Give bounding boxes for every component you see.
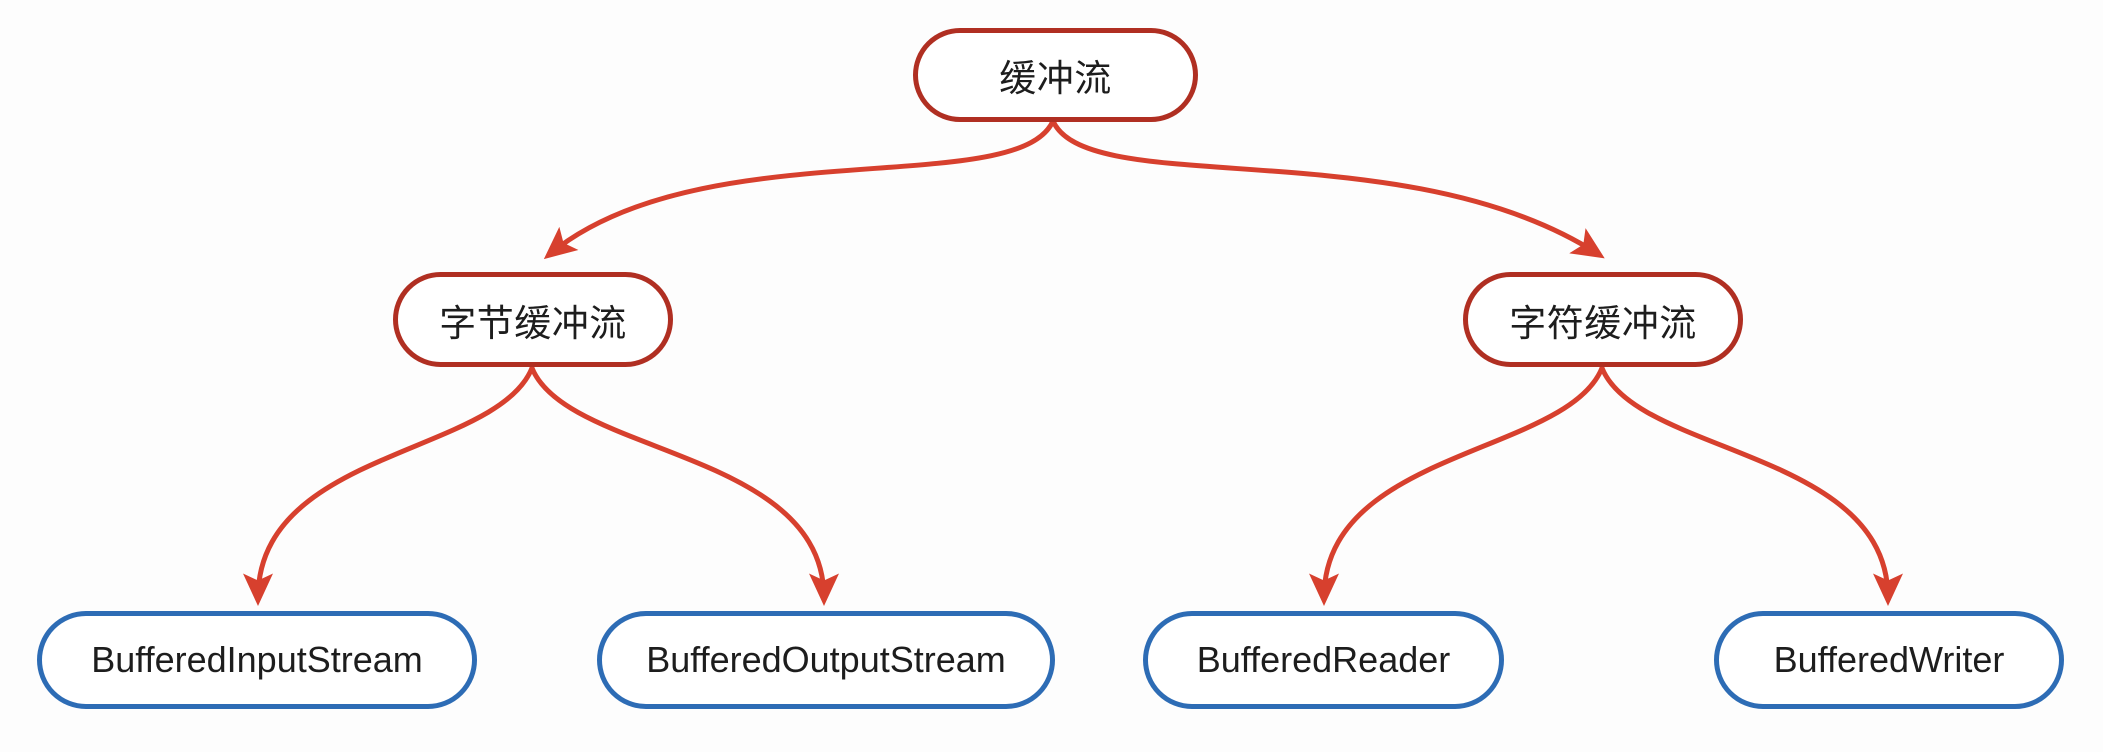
- edge-root-to-char: [1050, 118, 1605, 259]
- edge-root-to-byte: [543, 118, 1056, 260]
- node-buffer-stream-label: 缓冲流: [999, 58, 1112, 99]
- node-buffered-reader-label: BufferedReader: [1196, 639, 1451, 680]
- node-buffer-stream: 缓冲流: [913, 28, 1198, 122]
- node-buffered-output-stream-label: BufferedOutputStream: [646, 639, 1006, 680]
- node-byte-buffer-stream-label: 字节缓冲流: [439, 302, 627, 344]
- edge-byte-to-input: [243, 365, 535, 606]
- node-char-buffer-stream: 字符缓冲流: [1463, 272, 1743, 367]
- node-buffered-reader: BufferedReader: [1143, 611, 1504, 709]
- node-byte-buffer-stream: 字节缓冲流: [393, 272, 673, 367]
- node-buffered-writer-label: BufferedWriter: [1773, 639, 2005, 680]
- node-buffered-output-stream: BufferedOutputStream: [597, 611, 1055, 709]
- node-buffered-input-stream: BufferedInputStream: [37, 611, 477, 709]
- node-char-buffer-stream-label: 字符缓冲流: [1509, 302, 1697, 344]
- node-buffered-writer: BufferedWriter: [1714, 611, 2064, 709]
- edge-char-to-writer: [1599, 365, 1903, 606]
- node-buffered-input-stream-label: BufferedInputStream: [91, 639, 423, 680]
- edge-byte-to-output: [529, 365, 839, 606]
- edge-char-to-reader: [1309, 365, 1605, 606]
